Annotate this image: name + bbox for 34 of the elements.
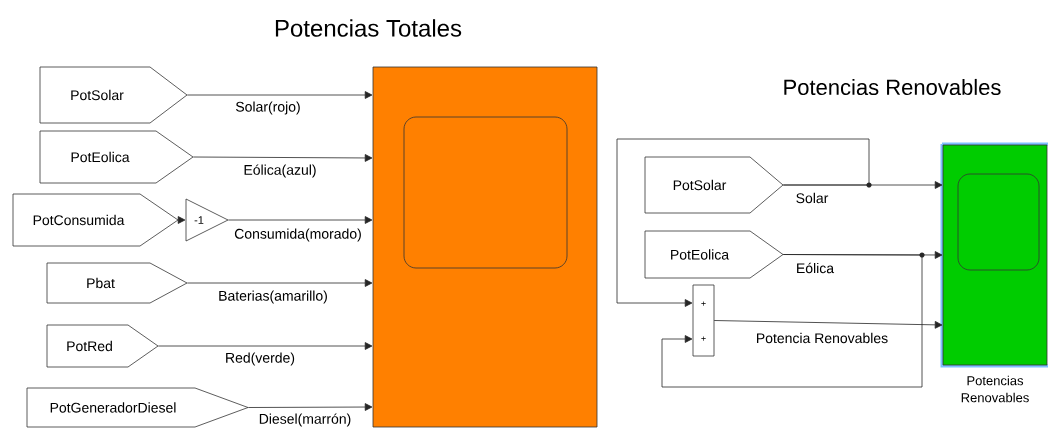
edge-label: Solar [794,191,830,205]
goto-tag: PotEolica [39,130,194,184]
scope-block [940,142,1050,368]
edge-label: Red(verde) [224,351,296,367]
goto-tag: Pbat [46,262,188,304]
block-label: Potencias Renovables [961,375,1029,403]
edge-label: Consumida(morado) [233,227,363,243]
arrow [186,279,373,287]
goto-tag: PotGeneradorDiesel [26,387,249,428]
sum-block: + + [692,284,715,357]
edge-label: Baterias(amarillo) [217,289,329,305]
edge-label: Solar(rojo) [234,100,302,116]
edge-label: Diesel(marrón) [257,412,353,428]
edge-label: Potencia Renovables [754,331,890,345]
arrow [227,216,373,224]
goto-tag: PotRed [46,324,159,368]
heading: Potencias Renovables [784,78,1001,96]
gain-triangle: -1 [185,198,229,242]
goto-tag: PotSolar [644,156,784,214]
arrow [192,154,373,162]
scope-block [372,66,598,428]
goto-tag: PotConsumida [12,193,179,247]
arrow [157,342,373,350]
arrow [661,254,923,388]
arrow [616,138,870,307]
goto-tag: PotEolica [644,230,784,279]
arrow [713,320,943,329]
arrow [186,91,373,99]
goto-tag: PotSolar [39,66,188,124]
arrow [177,216,186,224]
edge-label: Eólica(azul) [242,163,318,179]
edge-label: Eólica [794,261,836,275]
arrow [247,403,373,411]
heading: Potencias Totales [275,19,462,37]
